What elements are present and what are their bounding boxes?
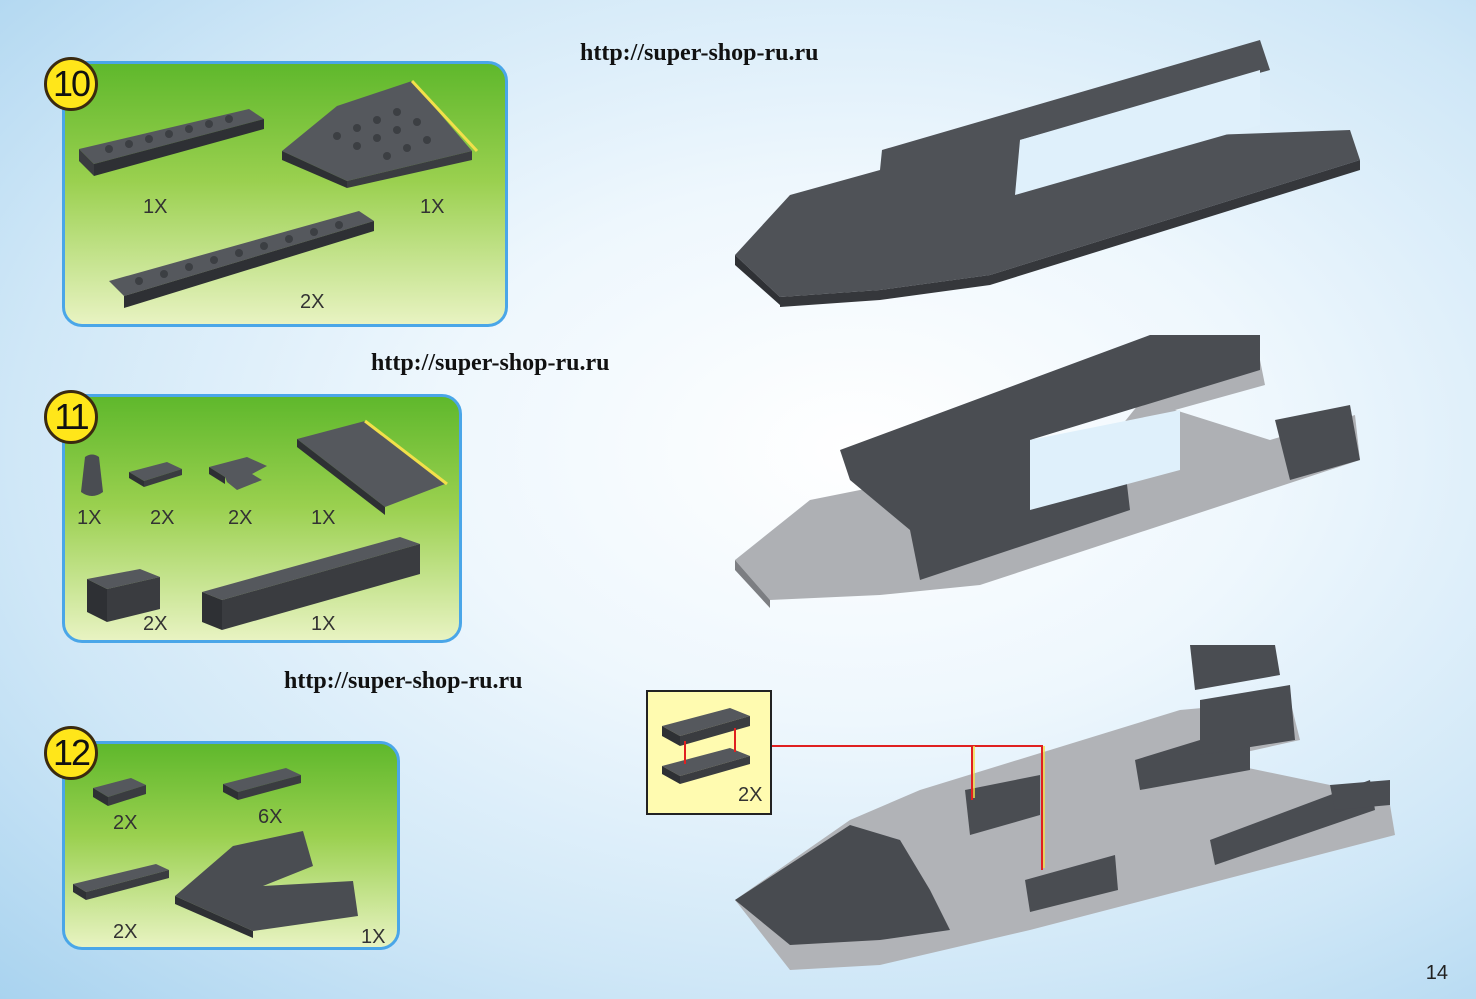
plate-2x8-icon	[79, 109, 264, 176]
step-12-qty-1: 2X	[113, 812, 138, 834]
assembly-step-10-model	[735, 40, 1360, 307]
guide-lines	[772, 745, 1045, 870]
bow-wedge-icon	[175, 831, 358, 938]
step-11-qty-6: 1X	[311, 613, 336, 635]
step-11-qty-3: 2X	[228, 507, 253, 529]
shop-url-top[interactable]: http://super-shop-ru.ru	[580, 40, 819, 66]
plate-2x10-icon	[109, 211, 374, 308]
brick-1x8-icon	[202, 537, 420, 630]
shop-url-middle[interactable]: http://super-shop-ru.ru	[371, 350, 610, 376]
assembly-step-12-model	[735, 645, 1395, 970]
step-12-qty-3: 2X	[113, 921, 138, 943]
wedge-plate-icon	[282, 79, 479, 188]
assembly-step-11-model	[735, 335, 1360, 608]
page-number: 14	[1425, 962, 1448, 984]
shop-url-bottom[interactable]: http://super-shop-ru.ru	[284, 668, 523, 694]
step-10-panel: 1X 1X 2X	[62, 61, 508, 327]
step-11-badge: 11	[44, 390, 98, 444]
step-10-qty-3: 2X	[300, 291, 325, 313]
step-11-qty-2: 2X	[150, 507, 175, 529]
tile-1x2-icon	[93, 778, 146, 806]
plate-1x2-icon	[129, 462, 182, 487]
step-11-qty-5: 2X	[143, 613, 168, 635]
inset-qty: 2X	[738, 784, 763, 806]
step-11-qty-4: 1X	[311, 507, 336, 529]
step-10-qty-2: 1X	[420, 196, 445, 218]
step-12-qty-2: 6X	[258, 806, 283, 828]
step-10-badge: 10	[44, 57, 98, 111]
step-12-panel: 2X 6X 2X 1X	[62, 741, 400, 950]
wedge-plate-small-icon	[297, 419, 448, 515]
step-12-qty-4: 1X	[361, 926, 386, 948]
plate-1x4-icon	[223, 768, 301, 800]
step-10-qty-1: 1X	[143, 196, 168, 218]
step-11-panel: 1X 2X 2X 1X 2X 1X	[62, 394, 462, 643]
corner-plate-icon	[209, 457, 267, 490]
brick-1x2-icon	[87, 569, 160, 622]
cone-brick-icon	[81, 454, 103, 496]
tile-1x4-icon	[73, 864, 169, 900]
step-12-badge: 12	[44, 726, 98, 780]
sub-assembly-inset: 2X	[646, 690, 772, 815]
step-11-qty-1: 1X	[77, 507, 102, 529]
stacked-plates-icon	[662, 708, 750, 784]
